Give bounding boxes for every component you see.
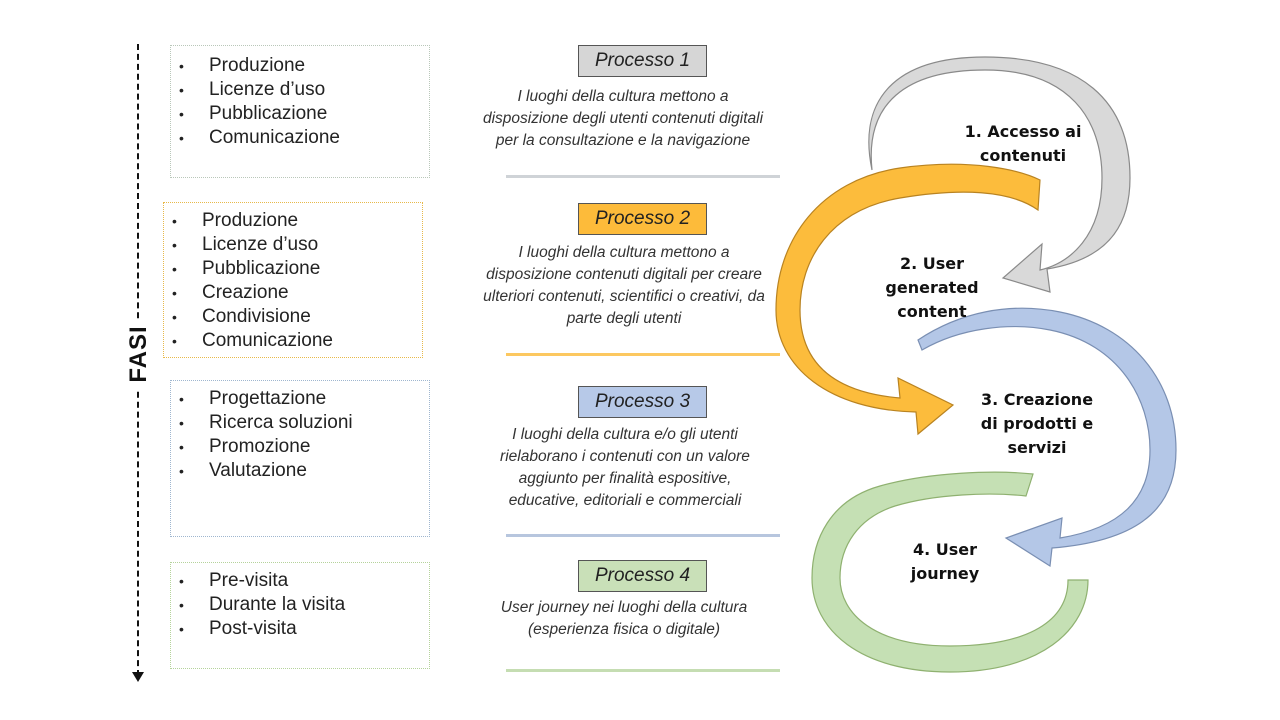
process-3-description: I luoghi della cultura e/o gli utenti ri… [500,426,750,509]
process-3-title: Processo 3 [578,386,707,418]
phase-box-2: •Produzione •Licenze d’uso •Pubblicazion… [163,202,423,358]
phase-list-2: •Produzione •Licenze d’uso •Pubblicazion… [172,209,422,353]
cycle-arrow-4-user-journey [811,471,1089,673]
cycle-label-3: 3. Creazione di prodotti e servizi [980,390,1094,457]
list-item: •Condivisione [172,306,311,327]
process-3-underline [506,534,780,537]
phase-box-1: •Produzione •Licenze d’uso •Pubblicazion… [170,45,430,178]
phase-list-4: •Pre-visita •Durante la visita •Post-vis… [179,569,429,641]
cycle-arrow-2-user-generated [775,163,1041,436]
process-1-underline [506,175,780,178]
list-item: •Durante la visita [179,594,346,615]
list-item: •Creazione [172,282,289,303]
list-item: •Produzione [179,55,306,76]
process-4-title: Processo 4 [578,560,707,592]
process-4-description: User journey nei luoghi della cultura (e… [500,599,748,638]
list-item: •Post-visita [179,618,297,639]
cycle-arrow-3-creazione [917,307,1177,568]
phase-box-3: •Progettazione •Ricerca soluzioni •Promo… [170,380,430,537]
cycle-label-2: 2. User generated content [885,254,979,321]
list-item: •Pre-visita [179,570,289,591]
phase-list-3: •Progettazione •Ricerca soluzioni •Promo… [179,387,429,483]
phase-box-4: •Pre-visita •Durante la visita •Post-vis… [170,562,430,669]
list-item: •Licenze d’uso [179,79,326,100]
process-4-underline [506,669,780,672]
list-item: •Pubblicazione [172,258,321,279]
cycle-label-4: 4. User journey [910,540,980,583]
list-item: •Valutazione [179,460,307,481]
list-item: •Comunicazione [172,330,333,351]
process-2-description: I luoghi della cultura mettono a disposi… [483,244,765,327]
list-item: •Progettazione [179,388,327,409]
process-1-description: I luoghi della cultura mettono a disposi… [482,88,764,149]
list-item: •Licenze d’uso [172,234,319,255]
list-item: •Produzione [172,210,299,231]
cycle-label-1: 1. Accesso ai contenuti [964,122,1082,165]
process-2-underline [506,353,780,356]
timeline-arrow-icon [132,672,144,682]
phase-list-1: •Produzione •Licenze d’uso •Pubblicazion… [179,54,429,150]
list-item: •Pubblicazione [179,103,328,124]
list-item: •Comunicazione [179,127,340,148]
process-1-title: Processo 1 [578,45,707,77]
cycle-arrow-1-accesso [868,56,1131,293]
list-item: •Promozione [179,436,311,457]
process-2-title: Processo 2 [578,203,707,235]
list-item: •Ricerca soluzioni [179,412,353,433]
